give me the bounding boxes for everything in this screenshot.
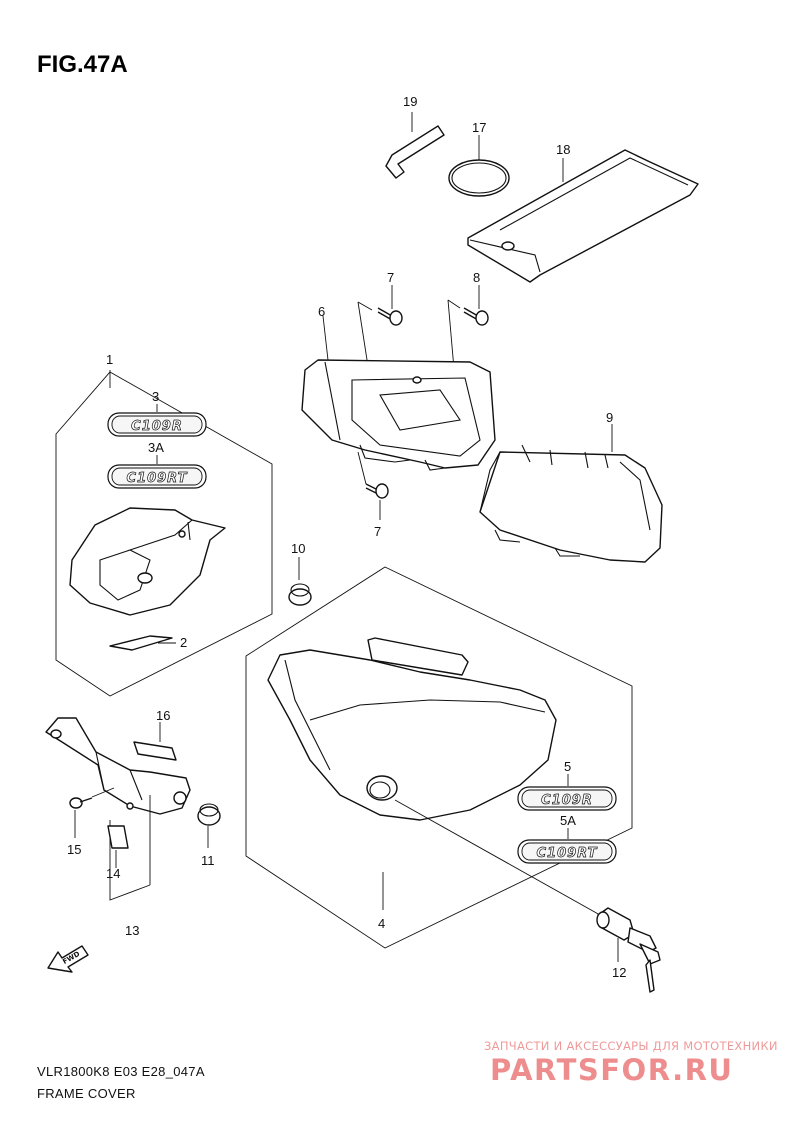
callout-2: 2 (180, 635, 187, 650)
callout-4: 4 (378, 916, 385, 931)
part-17-o-ring (448, 135, 510, 197)
callout-16: 16 (156, 708, 170, 723)
emblem-5-text: C109R (541, 793, 593, 808)
callout-3a: 3A (148, 440, 164, 455)
screw-7-top (377, 285, 403, 326)
callout-7-top: 7 (387, 270, 394, 285)
emblem-5a: C109RT (517, 828, 617, 864)
screw-8 (463, 285, 489, 326)
part-11-grommet (197, 803, 221, 848)
callout-7-bottom: 7 (374, 524, 381, 539)
emblem-3a: C109RT (107, 455, 207, 489)
fwd-arrow-icon: FWD (47, 945, 89, 973)
emblem-5: C109R (517, 774, 617, 811)
part-1-left-cover-body (69, 507, 226, 616)
callout-19: 19 (403, 94, 417, 109)
emblem-3a-text: C109RT (127, 471, 188, 486)
part-2-pad (109, 635, 176, 651)
part-15-bolt (69, 787, 115, 838)
callout-13: 13 (125, 923, 139, 938)
part-12-lock-with-keys (596, 907, 661, 993)
part-16-pad (133, 722, 177, 761)
part-18-tool-bag (467, 149, 699, 283)
callout-11: 11 (201, 853, 215, 868)
group-4-right-cover (245, 566, 633, 949)
figure-title: FIG.47A (37, 51, 128, 78)
emblem-5a-text: C109RT (537, 846, 598, 861)
part-14-plate (107, 825, 129, 868)
watermark-tagline: ЗАПЧАСТИ И АКСЕССУАРЫ ДЛЯ МОТОТЕХНИКИ (484, 1039, 778, 1053)
callout-1: 1 (106, 352, 113, 367)
callout-10: 10 (291, 541, 305, 556)
screw-7-bottom (357, 451, 389, 520)
callout-14: 14 (106, 866, 120, 881)
watermark-site: PARTSFOR.RU (490, 1053, 733, 1087)
footer-diagram-name: FRAME COVER (37, 1086, 136, 1101)
callout-8: 8 (473, 270, 480, 285)
callout-15: 15 (67, 842, 81, 857)
callout-9: 9 (606, 410, 613, 425)
part-6-tool-box (301, 315, 496, 471)
callout-5a: 5A (560, 813, 576, 828)
callout-17: 17 (472, 120, 486, 135)
part-19-hex-wrench (385, 112, 445, 179)
part-13-bracket (45, 717, 191, 901)
emblem-3-text: C109R (131, 419, 183, 434)
footer-model-code: VLR1800K8 E03 E28_047A (37, 1064, 205, 1079)
callout-12: 12 (612, 965, 626, 980)
callout-3: 3 (152, 389, 159, 404)
callout-18: 18 (556, 142, 570, 157)
part-4-right-cover-body (267, 637, 601, 916)
group-1-left-cover (55, 370, 273, 697)
emblem-3: C109R (107, 404, 207, 437)
part-9-cover (479, 424, 663, 563)
part-10-grommet (288, 557, 312, 606)
callout-6: 6 (318, 304, 325, 319)
callout-5: 5 (564, 759, 571, 774)
